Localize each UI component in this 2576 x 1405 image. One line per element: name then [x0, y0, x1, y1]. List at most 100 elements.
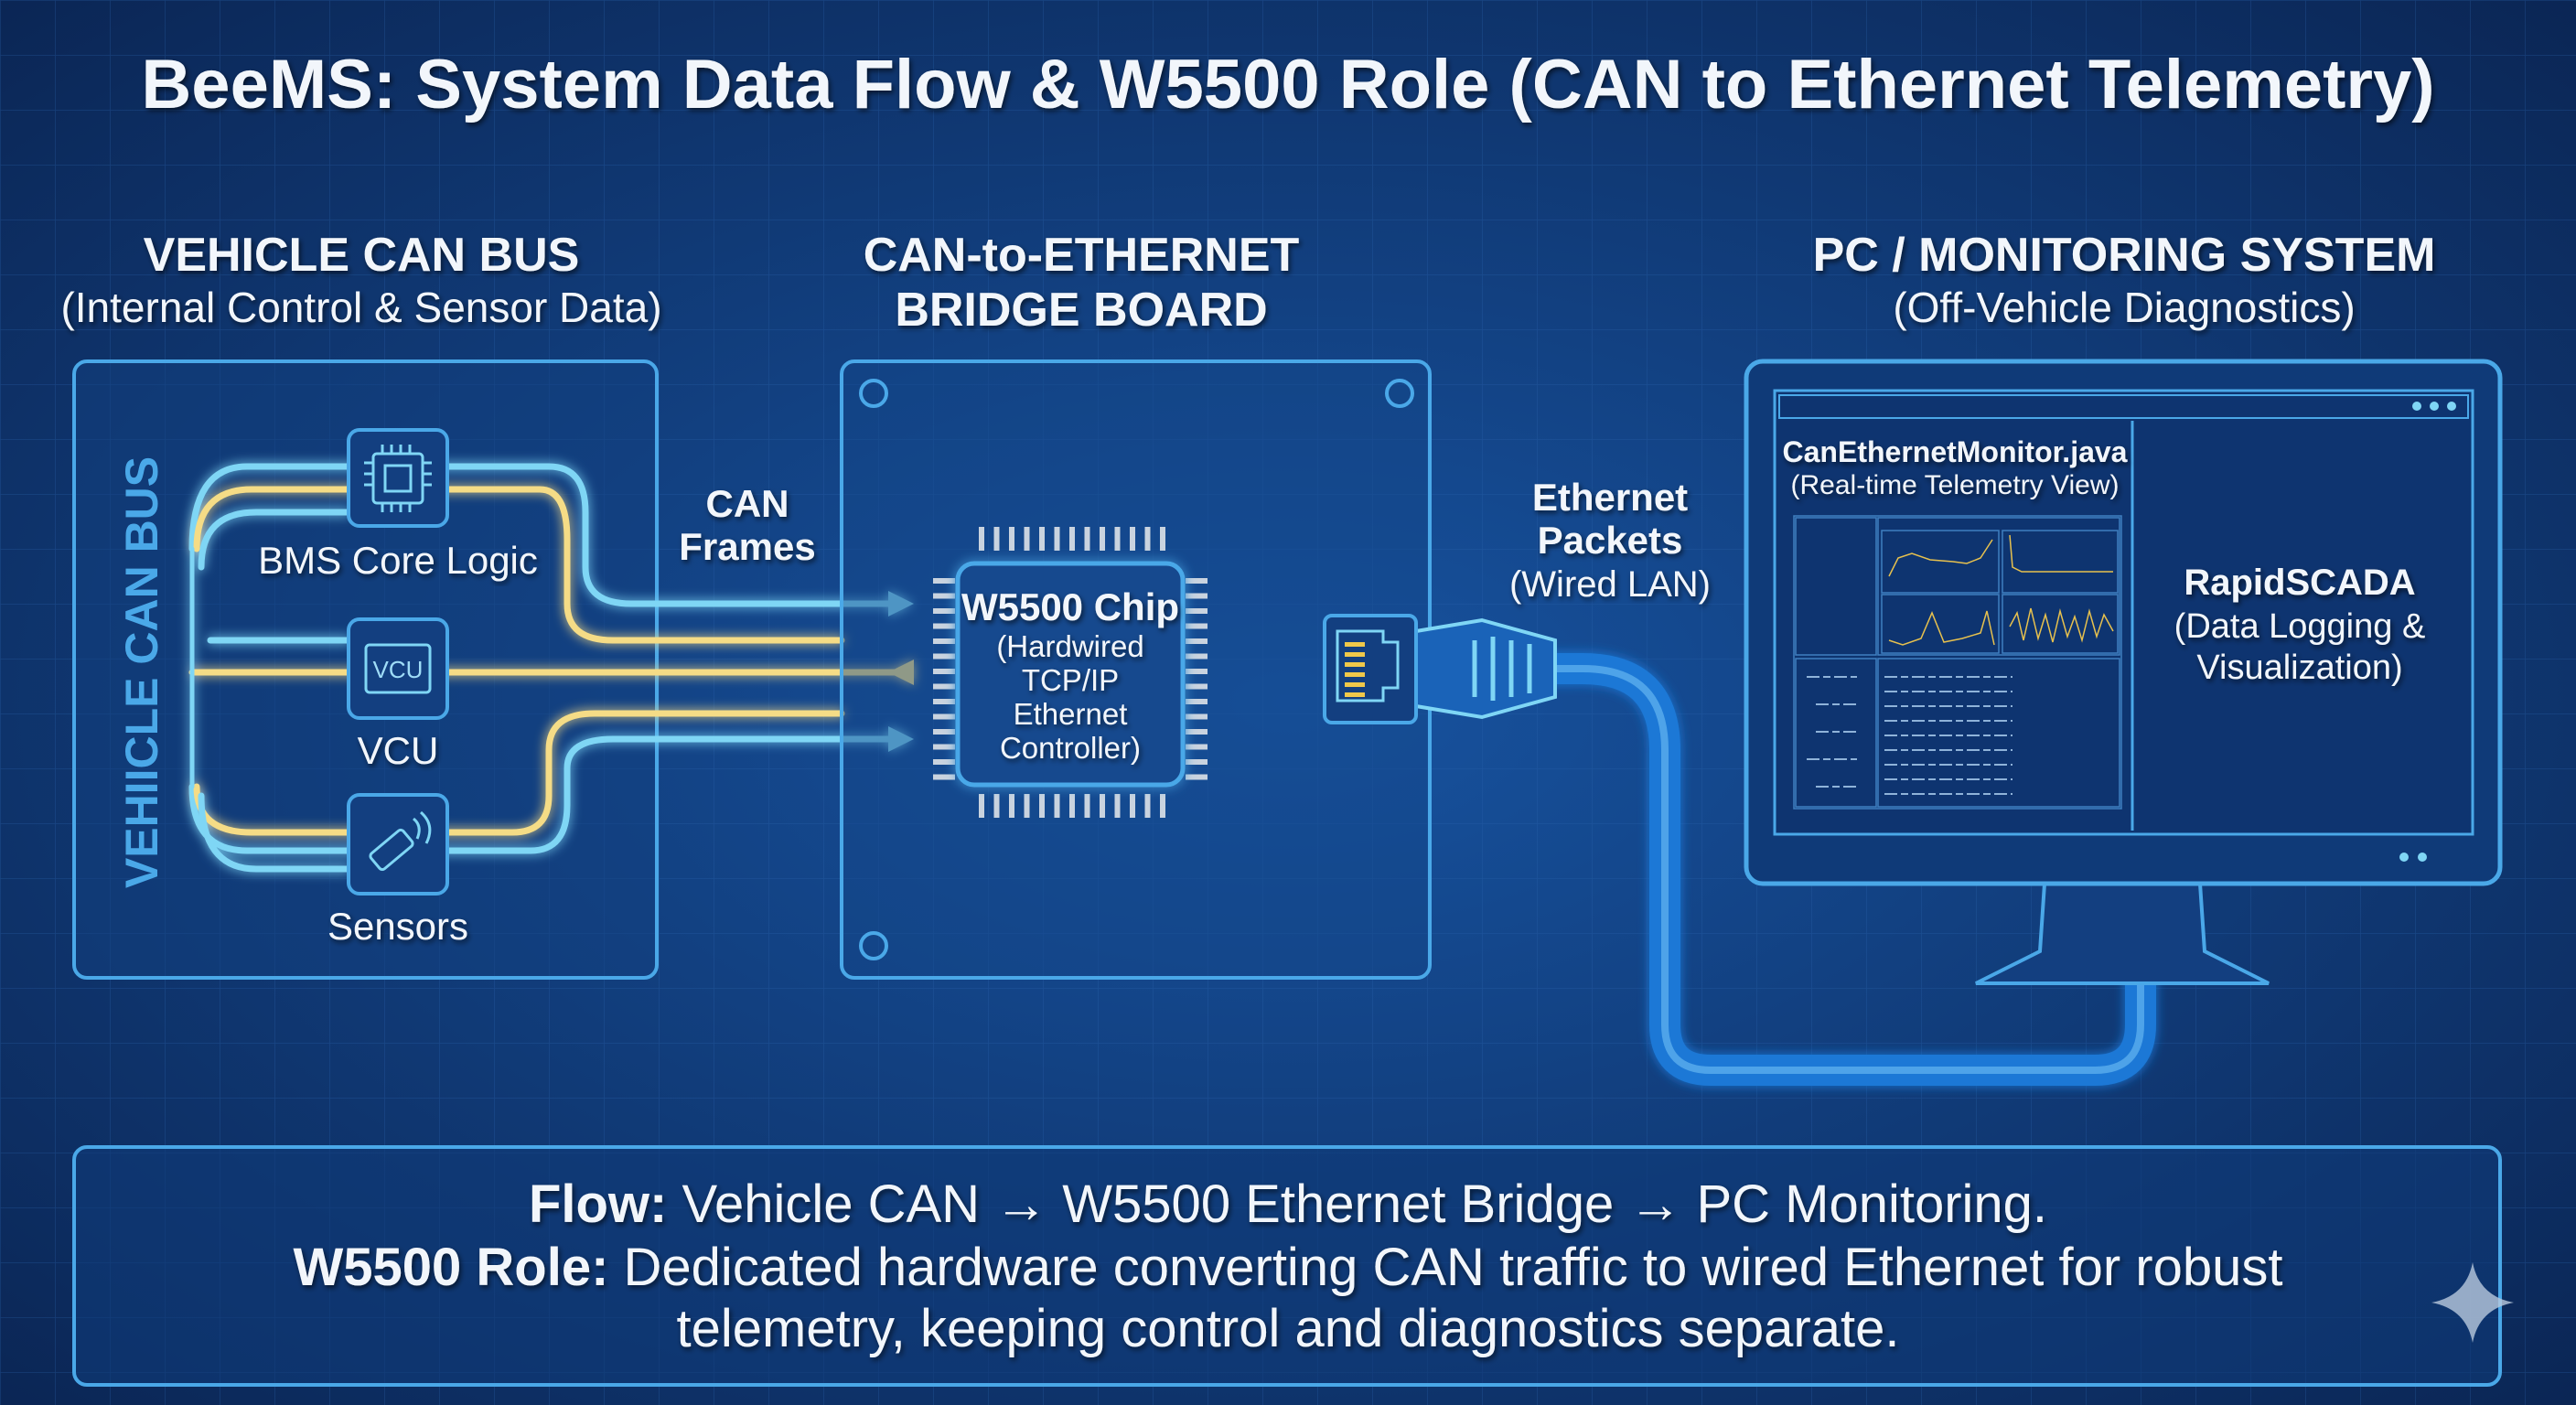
chip-pin [933, 713, 955, 720]
chip-pin [1144, 527, 1151, 551]
chip-pin [1009, 794, 1014, 818]
chip-pin [933, 699, 955, 704]
window-titlebar [1778, 394, 2469, 419]
chip-pin [1186, 744, 1208, 750]
ethernet-label-2: Packets [1538, 519, 1683, 562]
component-sensors: Sensors [327, 793, 468, 948]
telemetry-dashboard-thumbnail [1793, 515, 2122, 810]
chip-pin [933, 593, 955, 599]
vehicle-can-subtitle: (Internal Control & Sensor Data) [60, 284, 661, 331]
component-vcu: VCU VCU [347, 617, 449, 772]
rj45-plug [1414, 617, 1557, 720]
chip-pin [1069, 794, 1075, 818]
chip-pin [1160, 794, 1165, 818]
bridge-heading-line2: BRIDGE BOARD [895, 284, 1267, 337]
chip-pin [1186, 578, 1208, 584]
chip-pin [1069, 527, 1075, 551]
ethernet-label-1: Ethernet [1532, 476, 1688, 519]
chip-pin [933, 759, 955, 765]
chip-pin [1100, 527, 1105, 551]
bus-line-cyan-top [188, 463, 914, 617]
chip-line-2: TCP/IP [1022, 663, 1119, 697]
chip-line-1: (Hardwired [996, 629, 1143, 663]
chip-pin [1186, 669, 1208, 674]
sensors-label: Sensors [327, 905, 468, 948]
bus-line-cyan-top2 [198, 509, 351, 571]
chip-pin [933, 683, 955, 690]
can-frames-label-2: Frames [679, 525, 815, 568]
summary-line-1: Flow: Vehicle CAN → W5500 Ethernet Bridg… [529, 1174, 2047, 1234]
chip-pin [1100, 794, 1105, 818]
can-frames-label-1: CAN [706, 482, 789, 525]
vehicle-can-vertical-label: VEHIICLE CAN BUS [116, 456, 167, 888]
vehicle-can-heading: VEHICLE CAN BUS [144, 229, 580, 282]
pc-heading: PC / MONITORING SYSTEM [1813, 229, 2436, 282]
rapidscada-title: RapidSCADA [2184, 563, 2415, 603]
chip-pin [1186, 608, 1208, 614]
chip-pin [1186, 713, 1208, 720]
bus-line-yellow-bottom [193, 710, 845, 836]
chip-pin [1186, 623, 1208, 629]
chip-pin [1054, 527, 1060, 551]
microchip-icon [364, 445, 432, 512]
svg-text:VCU: VCU [373, 656, 424, 683]
chip-pin [933, 744, 955, 750]
summary-line-3: telemetry, keeping control and diagnosti… [677, 1299, 1900, 1358]
bridge-heading-line1: CAN-to-ETHERNET [864, 229, 1300, 282]
chip-pin [1186, 729, 1208, 735]
chip-pin [1009, 527, 1014, 551]
chip-title: W5500 Chip [961, 585, 1179, 628]
rj45-port-icon [1323, 614, 1418, 724]
can-bus-lines [188, 463, 914, 873]
pc-subtitle: (Off-Vehicle Diagnostics) [1893, 284, 2355, 331]
monitor-app-title: CanEthernetMonitor.java [1783, 435, 2128, 468]
app-window [1773, 389, 2474, 836]
bus-line-yellow-top [193, 486, 845, 644]
chip-pin [1039, 794, 1045, 818]
chip-pin [1024, 794, 1030, 818]
chip-pin [1186, 653, 1208, 660]
chip-pin [979, 527, 984, 551]
rapidscada-line-1: (Data Logging & [2174, 607, 2426, 646]
chip-pin [979, 794, 984, 818]
chip-pin [1084, 794, 1090, 818]
chip-pin [1186, 759, 1208, 765]
chip-pin [993, 794, 1000, 818]
chip-pin [1144, 794, 1151, 818]
chip-pin [1186, 699, 1208, 704]
chip-pin [933, 774, 955, 780]
chip-pin [1130, 794, 1135, 818]
chip-pin [1084, 527, 1090, 551]
chip-pin [1130, 527, 1135, 551]
summary-box [72, 1145, 2502, 1387]
monitor: CanEthernetMonitor.java (Real-time Telem… [1744, 359, 2503, 985]
window-dots-icon [2412, 402, 2456, 411]
component-bms: BMS Core Logic [258, 428, 538, 582]
chip-line-3: Ethernet [1014, 697, 1128, 731]
sparkle-watermark-icon [2431, 1262, 2514, 1343]
chip-pin [1114, 527, 1121, 551]
chip-pin [933, 638, 955, 644]
chip-pin [1160, 527, 1165, 551]
chip-pin [933, 729, 955, 735]
summary-line-2: W5500 Role: Dedicated hardware convertin… [294, 1238, 2283, 1297]
w5500-chip: W5500 Chip (Hardwired TCP/IP Ethernet Co… [933, 527, 1208, 818]
chip-pin [1186, 774, 1208, 780]
ethernet-label-3: (Wired LAN) [1509, 564, 1711, 605]
vcu-chip-icon: VCU [364, 643, 432, 694]
page-title: BeeMS: System Data Flow & W5500 Role (CA… [141, 46, 2434, 123]
monitor-app-subtitle: (Real-time Telemetry View) [1791, 470, 2120, 500]
chip-line-4: Controller) [1000, 731, 1141, 765]
bus-line-cyan-bottom2 [198, 792, 351, 873]
chip-pin [1054, 794, 1060, 818]
chip-pin [933, 623, 955, 629]
sensor-wireless-icon [369, 810, 432, 872]
chip-pin [1186, 593, 1208, 599]
chip-pin [933, 669, 955, 674]
mounting-holes [859, 379, 1414, 960]
chip-pin [1186, 683, 1208, 690]
rapidscada-line-2: Visualization) [2196, 649, 2402, 687]
chip-pin [1039, 527, 1045, 551]
chip-pin [933, 608, 955, 614]
